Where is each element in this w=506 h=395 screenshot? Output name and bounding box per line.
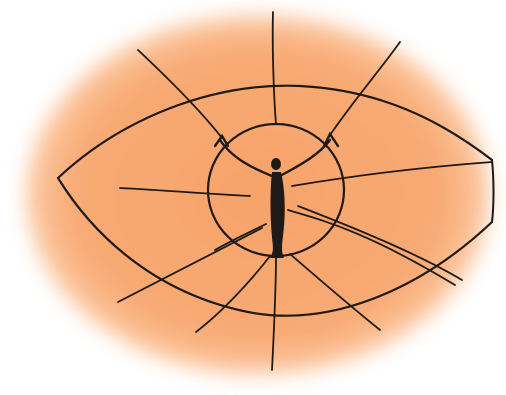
eye-outline-right-edge bbox=[492, 160, 494, 222]
orange-wash bbox=[26, 15, 490, 375]
figure-head bbox=[271, 158, 281, 170]
